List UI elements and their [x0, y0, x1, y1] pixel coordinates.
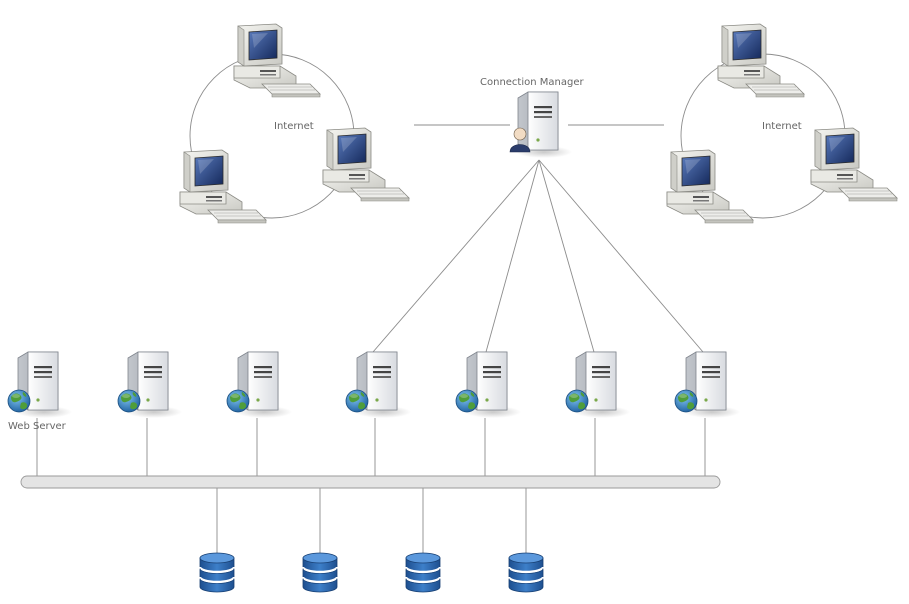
internet-label-right: Internet [762, 121, 802, 132]
workstation-icon [179, 149, 267, 224]
database-icon [507, 551, 545, 594]
connection-manager: Connection Manager [480, 77, 584, 159]
user-icon [509, 127, 531, 153]
web-server-1: Web Server [7, 351, 73, 432]
web-server-row: Web Server [7, 351, 741, 432]
workstation-icon [322, 127, 410, 202]
globe-icon [117, 389, 141, 413]
workstation-icon [666, 149, 754, 224]
web-server-label: Web Server [8, 421, 67, 432]
workstation-icon [233, 23, 321, 98]
web-server-5 [455, 351, 522, 419]
internet-label-left: Internet [274, 121, 314, 132]
database-icon [198, 551, 236, 594]
internet-cluster-right: Internet [666, 23, 898, 224]
connection-lines [36, 124, 706, 553]
network-bus [20, 475, 721, 489]
globe-icon [345, 389, 369, 413]
link-manager-server-5 [485, 159, 540, 353]
web-server-3 [226, 351, 293, 419]
globe-icon [565, 389, 589, 413]
database-row [198, 551, 545, 594]
globe-icon [7, 389, 31, 413]
link-manager-server-4 [372, 159, 540, 353]
database-icon [404, 551, 442, 594]
web-server-6 [565, 351, 631, 419]
link-manager-server-7 [538, 159, 704, 353]
link-manager-server-6 [538, 159, 595, 353]
globe-icon [455, 389, 479, 413]
connection-manager-label: Connection Manager [480, 77, 584, 88]
globe-icon [674, 389, 698, 413]
web-server-4 [345, 351, 412, 419]
web-server-2 [117, 351, 183, 419]
workstation-icon [717, 23, 805, 98]
internet-cluster-left: Internet [179, 23, 410, 224]
database-icon [301, 551, 339, 594]
web-server-7 [674, 351, 741, 419]
globe-icon [226, 389, 250, 413]
workstation-icon [810, 127, 898, 202]
